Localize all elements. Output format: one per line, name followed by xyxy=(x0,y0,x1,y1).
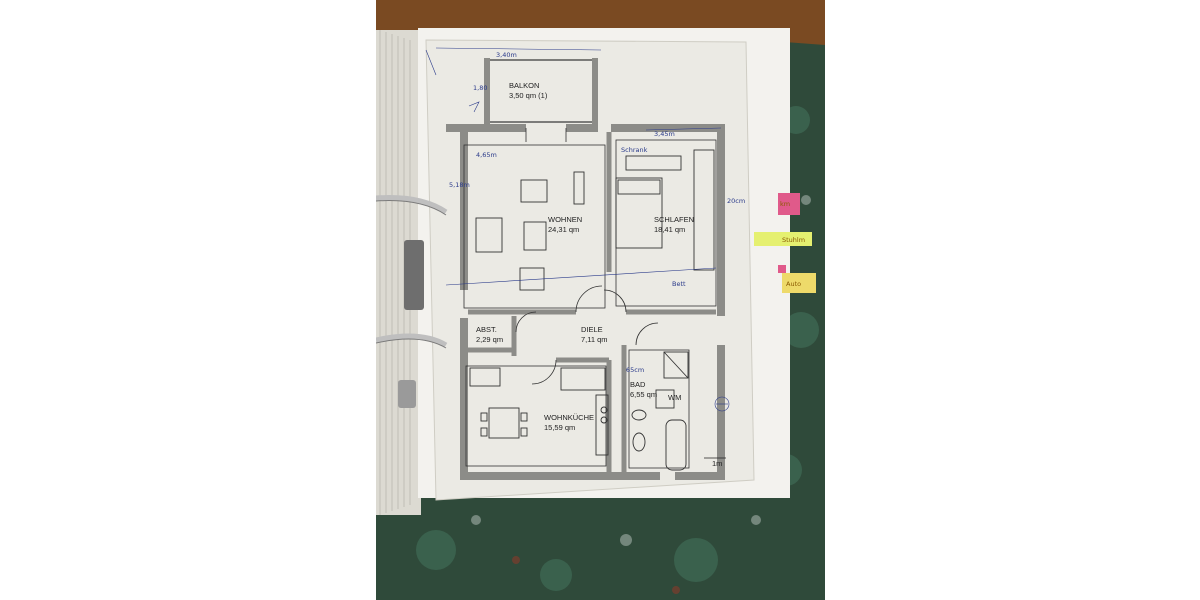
yellow-tab-text: Stuhlm xyxy=(782,236,805,244)
bath-fixtures xyxy=(631,351,689,471)
wohnen-width-note: 4,65m xyxy=(476,151,497,159)
side-note: 20cm xyxy=(727,197,745,205)
orange-tab xyxy=(782,273,816,293)
schlafen-width-note: 3,45m xyxy=(654,130,675,138)
bad-name: BAD xyxy=(630,380,646,389)
kitchen-furniture xyxy=(469,367,609,456)
balcony-depth-note: 1,80 xyxy=(473,84,487,92)
pink-tab-small xyxy=(778,265,786,273)
balkon-name: BALKON xyxy=(509,81,539,90)
floor-plan-photo: km Stuhlm Auto xyxy=(376,0,825,600)
wohnen-area: 24,31 qm xyxy=(548,225,579,234)
schlafen-name: SCHLAFEN xyxy=(654,215,694,224)
schrank-note: Schrank xyxy=(621,146,648,154)
balkon-area: 3,50 qm (1) xyxy=(509,91,548,100)
wohnkueche-area: 15,59 qm xyxy=(544,423,575,432)
pink-tab xyxy=(778,193,800,215)
wohnkueche-name: WOHNKÜCHE xyxy=(544,413,594,422)
diele-area: 7,11 qm xyxy=(581,335,608,344)
wohnen-depth-note: 5,18m xyxy=(449,181,470,189)
schlafen-area: 18,41 qm xyxy=(654,225,685,234)
diele-name: DIELE xyxy=(581,325,603,334)
pink-tab-text: km xyxy=(780,200,790,208)
yellow-tab xyxy=(754,232,812,246)
scale-label: 1m xyxy=(712,459,722,468)
balcony xyxy=(484,58,598,124)
abst-name: ABST. xyxy=(476,325,497,334)
bett-note: Bett xyxy=(672,280,686,288)
bad-door-note: 65cm xyxy=(626,366,644,374)
balcony-width-note: 3,40m xyxy=(496,51,517,59)
orange-tab-text: Auto xyxy=(786,280,801,288)
bad-area: 6,55 qm xyxy=(630,390,657,399)
bed xyxy=(615,149,715,271)
wohnen-name: WOHNEN xyxy=(548,215,582,224)
wm-label: WM xyxy=(668,393,681,402)
interior-walls xyxy=(468,132,716,472)
binder-photo: km Stuhlm Auto xyxy=(376,0,825,600)
abst-area: 2,29 qm xyxy=(476,335,503,344)
